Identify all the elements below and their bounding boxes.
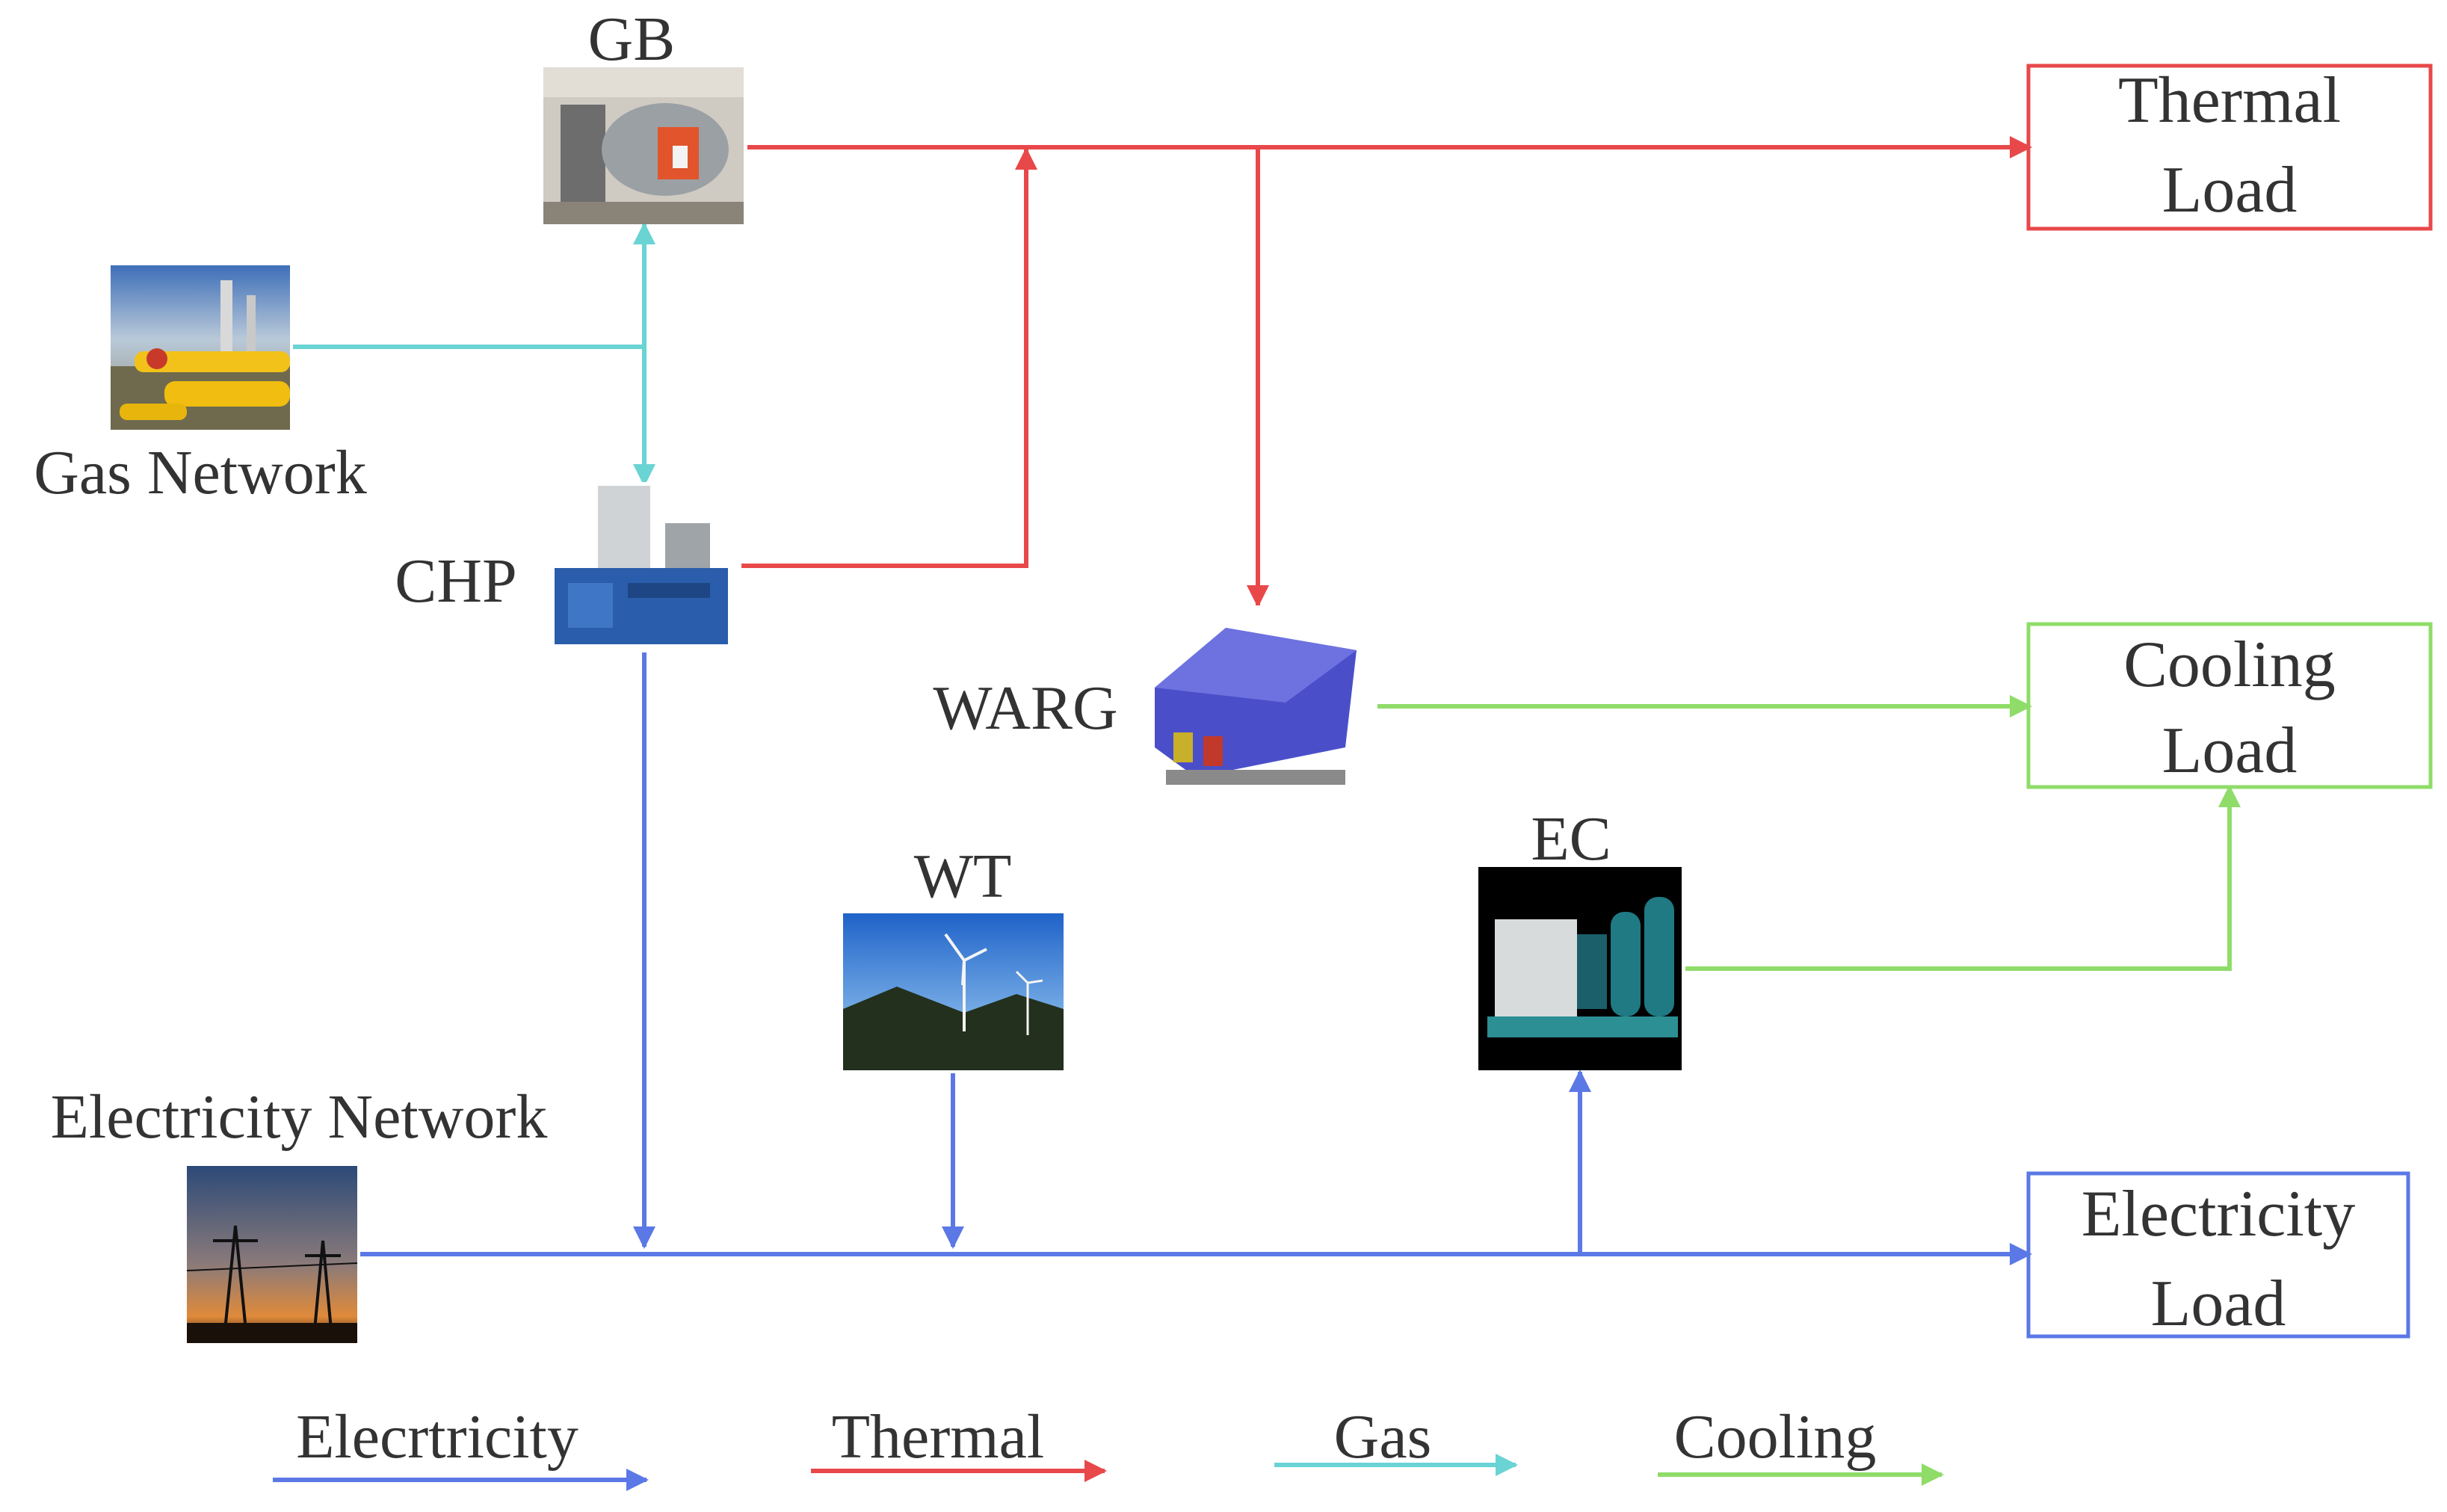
- electricity-flows: [360, 652, 2032, 1265]
- legend-item-thermal: Thermal: [811, 1402, 1107, 1482]
- legend: Elecrtricity Thermal Gas Cooling: [273, 1402, 1944, 1491]
- chp-label: CHP: [395, 546, 516, 616]
- legend-item-gas: Gas: [1274, 1402, 1518, 1476]
- electric-chiller-photo: [1478, 867, 1682, 1070]
- thermal-load-label-line1: Thermal: [2118, 64, 2341, 137]
- cooling-load-box: Cooling Load: [2026, 622, 2433, 789]
- legend-item-electricity: Elecrtricity: [273, 1402, 649, 1491]
- cooling-load-label-line2: Load: [2162, 715, 2298, 787]
- electricity-load-label-line2: Load: [2151, 1268, 2286, 1340]
- legend-item-cooling: Cooling: [1658, 1402, 1944, 1486]
- cooling-flow-ec-to-load: [1685, 785, 2241, 971]
- cooling-load-label-line1: Cooling: [2123, 629, 2336, 701]
- warg-label: WARG: [933, 673, 1117, 743]
- gas-network-label: Gas Network: [34, 438, 367, 507]
- ec-label: EC: [1531, 804, 1611, 874]
- absorption-chiller-photo: [1145, 605, 1373, 803]
- legend-electricity-label: Elecrtricity: [296, 1402, 578, 1472]
- thermal-load-box: Thermal Load: [2026, 64, 2433, 231]
- electricity-network-label: Electricity Network: [51, 1082, 548, 1152]
- wt-label: WT: [914, 842, 1012, 911]
- legend-cooling-label: Cooling: [1674, 1402, 1877, 1472]
- gas-flows: [293, 222, 655, 487]
- gas-boiler-photo: [543, 67, 744, 224]
- power-tower-photo: [186, 1166, 358, 1343]
- cooling-flows: [1377, 695, 2241, 971]
- thermal-flows: [741, 136, 2032, 608]
- electricity-load-label-line1: Electricity: [2082, 1178, 2355, 1250]
- legend-thermal-label: Thermal: [832, 1402, 1045, 1472]
- wind-turbine-photo: [843, 913, 1064, 1070]
- thermal-flow-chp-to-main: [741, 147, 1037, 568]
- thermal-load-label-line2: Load: [2162, 154, 2298, 226]
- gas-pipeline-photo: [111, 265, 290, 430]
- gb-label: GB: [588, 4, 676, 74]
- legend-gas-label: Gas: [1334, 1402, 1432, 1472]
- electricity-load-box: Electricity Load: [2026, 1171, 2410, 1340]
- chp-unit-photo: [553, 482, 732, 650]
